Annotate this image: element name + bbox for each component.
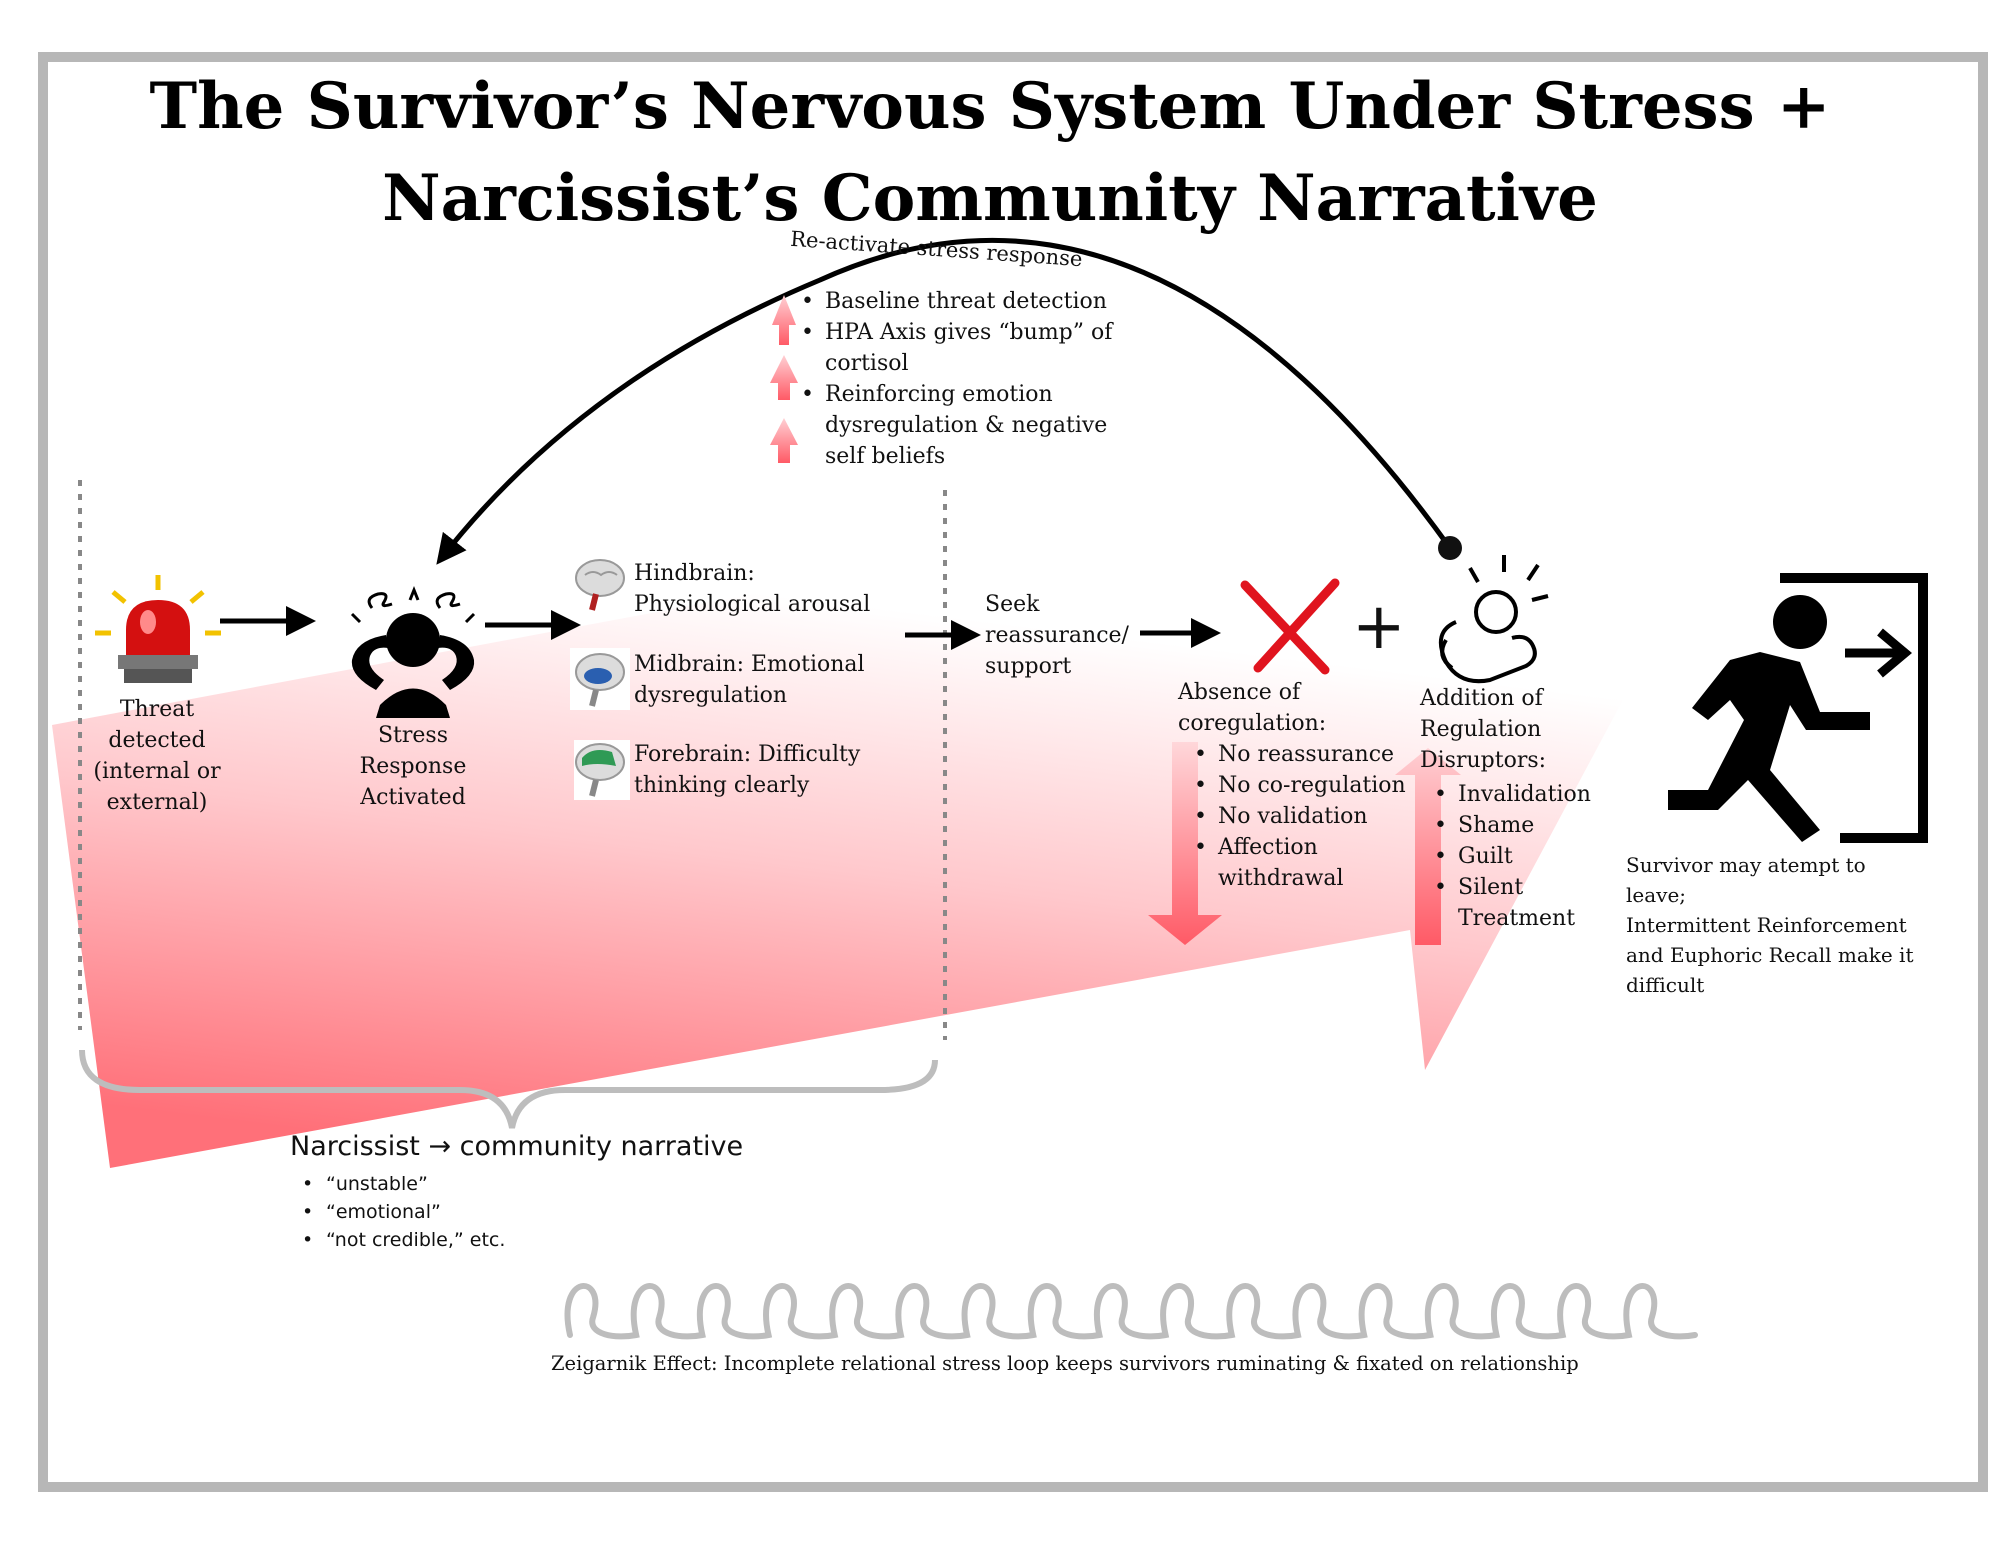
red-up-arrow-icon [772, 295, 796, 345]
disruptor-item: Invalidation [1434, 779, 1608, 810]
narrative-item: “unstable” [302, 1170, 505, 1198]
red-up-arrow-icon [1395, 748, 1461, 945]
reactivation-effects-list: Baseline threat detection HPA Axis gives… [795, 286, 1125, 472]
absence-list: No reassurance No co-regulation No valid… [1188, 739, 1418, 894]
absence-item: No co-regulation [1194, 770, 1418, 801]
disruptors-heading: Addition of Regulation Disruptors: [1420, 686, 1547, 773]
leave-text: Survivor may atempt to leave; Intermitte… [1626, 850, 1916, 1000]
page-title-line-1: The Survivor’s Nervous System Under Stre… [149, 69, 1831, 144]
stressed-person-icon [350, 585, 476, 718]
absence-heading: Absence of coregulation: [1178, 680, 1327, 736]
disruptor-item: Silent Treatment [1434, 872, 1575, 934]
loop-start-dot [1438, 536, 1462, 560]
plus-sign: + [1352, 590, 1406, 664]
page-title-line-2: Narcissist’s Community Narrative [382, 161, 1598, 236]
disruptor-item: Guilt [1434, 841, 1608, 872]
reactivation-effect: HPA Axis gives “bump” of cortisol [801, 317, 1125, 379]
narrative-heading: Narcissist → community narrative [290, 1131, 744, 1162]
hindbrain-label: Hindbrain: Physiological arousal [634, 561, 871, 617]
disruptor-item: Shame [1434, 810, 1608, 841]
red-up-arrow-icon [770, 355, 798, 400]
reactivation-loop-arrow [436, 237, 1453, 565]
midbrain-label: Midbrain: Emotional dysregulation [634, 652, 865, 708]
brain-icon [570, 648, 630, 710]
siren-icon [95, 575, 221, 683]
stress-label: Stress Response Activated [359, 723, 467, 810]
reactivation-effect: Reinforcing emotion dysregulation & nega… [801, 379, 1125, 472]
curly-brace [79, 1049, 938, 1129]
x-mark-icon [1240, 578, 1340, 675]
absence-item: Affection withdrawal [1194, 832, 1344, 894]
brain-icon [574, 556, 630, 611]
narrative-item: “not credible,” etc. [302, 1226, 505, 1254]
red-up-arrow-icon [770, 418, 798, 463]
narrative-item: “emotional” [302, 1198, 505, 1226]
reactivation-effect: Baseline threat detection [801, 286, 1125, 317]
absence-item: No validation [1194, 801, 1418, 832]
seek-label: Seek reassurance/ support [985, 592, 1129, 679]
leave-line-2: Intermittent Reinforcement and Euphoric … [1626, 913, 1914, 997]
absence-item: No reassurance [1194, 739, 1418, 770]
zeigarnik-coil [564, 1283, 1698, 1340]
brain-icon [574, 740, 630, 800]
big-progress-arrow [52, 430, 1655, 1168]
exit-runner-icon [1668, 573, 1928, 843]
pointing-finger-icon [1438, 555, 1549, 684]
forebrain-label: Forebrain: Difficulty thinking clearly [634, 742, 861, 798]
zeigarnik-caption: Zeigarnik Effect: Incomplete relational … [551, 1352, 1579, 1375]
leave-line-1: Survivor may atempt to leave; [1626, 853, 1866, 907]
disruptors-list: Invalidation Shame Guilt Silent Treatmen… [1428, 779, 1608, 934]
threat-label: Threat detected (internal or external) [93, 697, 221, 815]
narrative-list: “unstable” “emotional” “not credible,” e… [296, 1170, 505, 1254]
red-down-arrow-icon [1148, 742, 1222, 945]
